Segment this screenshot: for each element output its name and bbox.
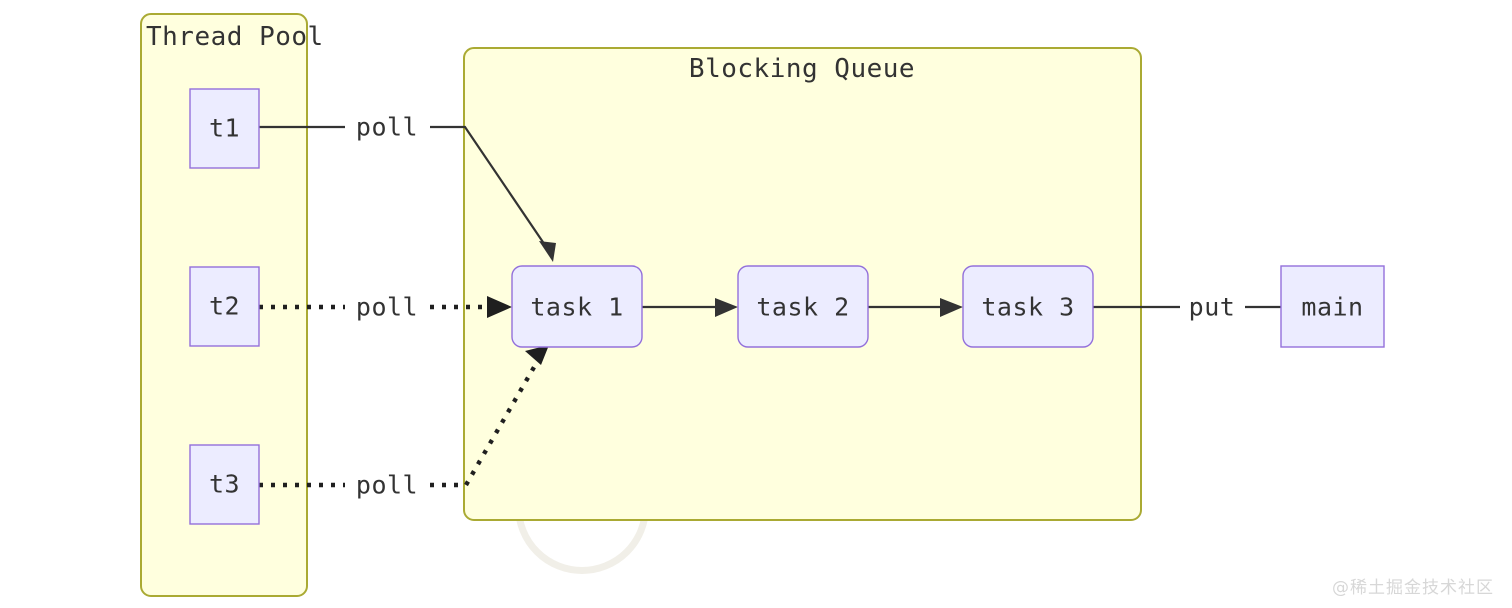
- node-task1-label: task 1: [530, 293, 623, 322]
- edge-task3-main: put: [1093, 293, 1281, 322]
- edge-t3-task1-path: [259, 360, 539, 488]
- node-t1-label: t1: [209, 114, 240, 143]
- thread-pool-label: Thread Pool: [146, 22, 324, 52]
- node-t2[interactable]: t2: [189, 266, 260, 347]
- node-task3-box[interactable]: [962, 265, 1094, 348]
- node-main-box[interactable]: [1280, 265, 1385, 348]
- edge-t3-task1-arrowhead: [525, 345, 549, 365]
- node-task3-label: task 3: [981, 293, 1074, 322]
- node-t2-label: t2: [209, 292, 240, 321]
- edge-t2-task1-label: poll: [356, 293, 418, 322]
- edge-t1-task1: poll: [259, 113, 556, 262]
- edge-t2-task1-arrowhead: [487, 296, 512, 318]
- corner-watermark: @稀土掘金技术社区: [1332, 578, 1494, 598]
- node-task1-box[interactable]: [511, 265, 643, 348]
- node-task2-label: task 2: [756, 293, 849, 322]
- node-task3[interactable]: task 3: [962, 265, 1094, 348]
- edge-t3-task1: poll: [259, 345, 549, 500]
- node-t3[interactable]: t3: [189, 444, 260, 525]
- edge-t1-task1-label: poll: [356, 113, 418, 142]
- edge-t1-task1-arrowhead: [539, 241, 556, 262]
- node-t3-box[interactable]: [189, 444, 260, 525]
- blocking-queue-label: Blocking Queue: [689, 54, 915, 84]
- node-task1[interactable]: task 1: [511, 265, 643, 348]
- edge-task3-main-label: put: [1189, 293, 1236, 322]
- node-task2[interactable]: task 2: [737, 265, 869, 348]
- node-main-label: main: [1301, 293, 1363, 322]
- node-t2-box[interactable]: [189, 266, 260, 347]
- edge-t2-task1: poll: [259, 293, 512, 322]
- edge-t1-task1-path: [259, 125, 550, 252]
- node-task2-box[interactable]: [737, 265, 869, 348]
- node-t3-label: t3: [209, 470, 240, 499]
- edge-task1-task2-arrowhead: [715, 298, 738, 317]
- edge-t3-task1-label: poll: [356, 471, 418, 500]
- node-t1[interactable]: t1: [189, 88, 260, 169]
- node-t1-box[interactable]: [189, 88, 260, 169]
- edge-task2-task3-arrowhead: [940, 298, 963, 317]
- node-main[interactable]: main: [1280, 265, 1385, 348]
- edge-task1-task2: [642, 298, 738, 317]
- edge-task2-task3: [868, 298, 963, 317]
